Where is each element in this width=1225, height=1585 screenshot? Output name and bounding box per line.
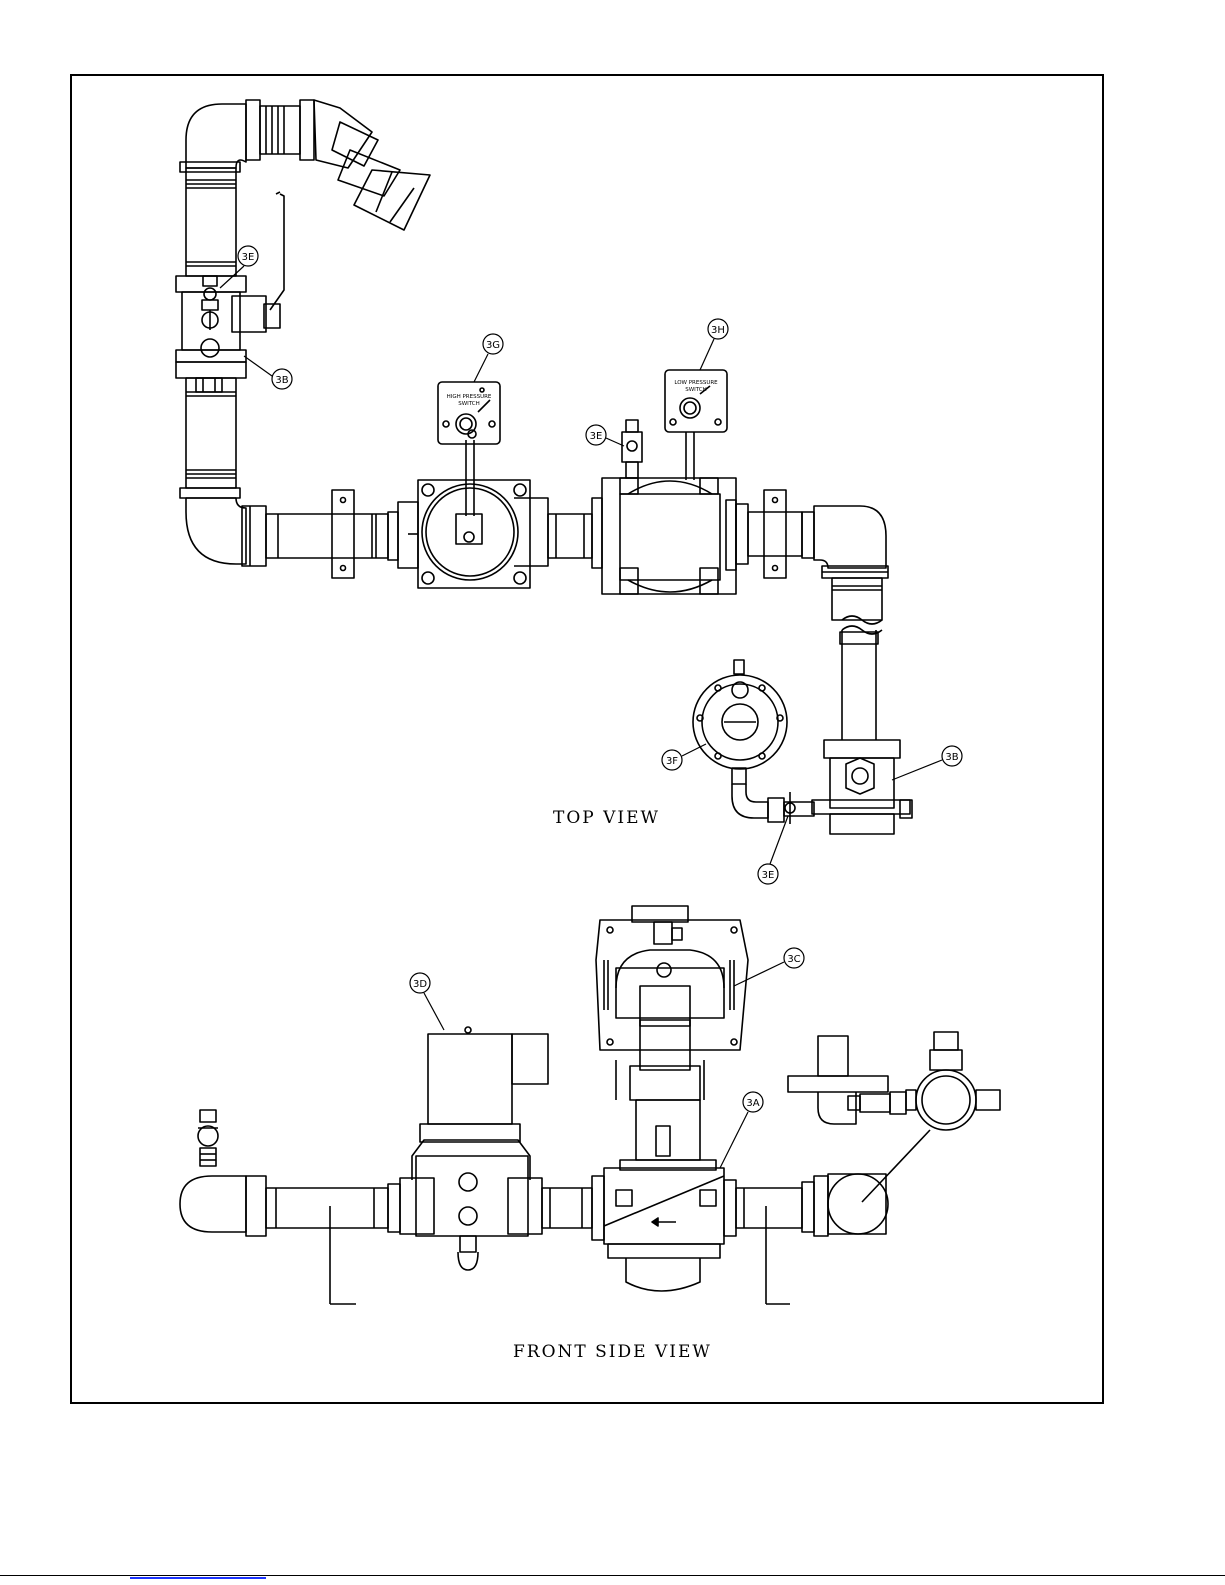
bottom-left-elbow <box>180 488 266 566</box>
low-pressure-switch: LOW PRESSURE SWITCH <box>665 370 727 480</box>
right-riser-pipe <box>832 578 882 740</box>
high-pressure-switch-label: HIGH PRESSURE <box>447 394 492 400</box>
solenoid-valve-top <box>418 480 592 588</box>
valve-actuator <box>596 906 748 1050</box>
front-pipe-segment-3 <box>736 1182 814 1304</box>
callout-3E-label: 3E <box>762 870 775 881</box>
top-pipe-segment-2 <box>748 490 814 578</box>
front-side-view-title: FRONT SIDE VIEW <box>513 1342 712 1362</box>
callout-3C-label: 3C <box>787 954 800 965</box>
callout-3G: 3G <box>474 334 503 382</box>
callout-3D-label: 3D <box>413 979 427 990</box>
top-view-title: TOP VIEW <box>553 808 660 828</box>
callout-3D: 3D <box>410 973 444 1030</box>
callout-3A: 3A <box>720 1092 763 1168</box>
main-gas-valve-front <box>592 1020 736 1291</box>
front-left-elbow <box>180 1110 266 1236</box>
high-pressure-switch: HIGH PRESSURE SWITCH <box>438 382 500 516</box>
solenoid-valve-front <box>400 1027 548 1270</box>
high-pressure-switch-label-2: SWITCH <box>458 401 480 407</box>
callout-3C: 3C <box>734 948 804 986</box>
wye-strainer <box>314 100 430 230</box>
callout-3F-label: 3F <box>666 756 678 767</box>
callout-3E-label: 3E <box>242 252 255 263</box>
pressure-regulator-top <box>693 660 814 824</box>
callout-3E-middle: 3E <box>586 425 624 446</box>
test-cock-top-middle <box>622 420 642 478</box>
ball-valve-right <box>812 740 912 834</box>
callout-3B-top-left: 3B <box>244 356 292 389</box>
front-pipe-segment-2 <box>542 1188 592 1228</box>
callout-3G-label: 3G <box>486 340 500 351</box>
front-pipe-segment-1 <box>266 1184 400 1304</box>
test-cock-top-left <box>202 276 218 330</box>
top-elbow <box>180 100 314 172</box>
callout-3B-right: 3B <box>892 746 962 780</box>
callout-3B-label: 3B <box>945 752 958 763</box>
callout-3F: 3F <box>662 744 706 770</box>
callout-3E-top-left: 3E <box>220 246 258 288</box>
ball-valve-top-left <box>176 192 284 392</box>
top-view: HIGH PRESSURE SWITCH <box>176 100 912 834</box>
front-right-elbow <box>814 1174 888 1236</box>
front-side-view <box>180 906 1000 1304</box>
low-pressure-switch-label-2: SWITCH <box>685 387 707 393</box>
callouts: 3E 3B 3G 3H 3E 3F 3B 3E <box>220 246 962 1168</box>
footer-link-underline[interactable] <box>130 1577 266 1579</box>
low-pressure-switch-label: LOW PRESSURE <box>674 380 718 386</box>
callout-3E-bottom: 3E <box>758 816 788 884</box>
callout-3B-label: 3B <box>275 375 288 386</box>
top-pipe-segment-1 <box>266 490 418 578</box>
main-gas-valve-top <box>592 478 748 594</box>
callout-3H: 3H <box>700 319 728 370</box>
callout-3H-label: 3H <box>711 325 725 336</box>
page-bottom-rule <box>0 1575 1225 1576</box>
top-right-elbow <box>814 506 888 578</box>
callout-3E-label: 3E <box>590 431 603 442</box>
callout-3A-label: 3A <box>746 1098 759 1109</box>
